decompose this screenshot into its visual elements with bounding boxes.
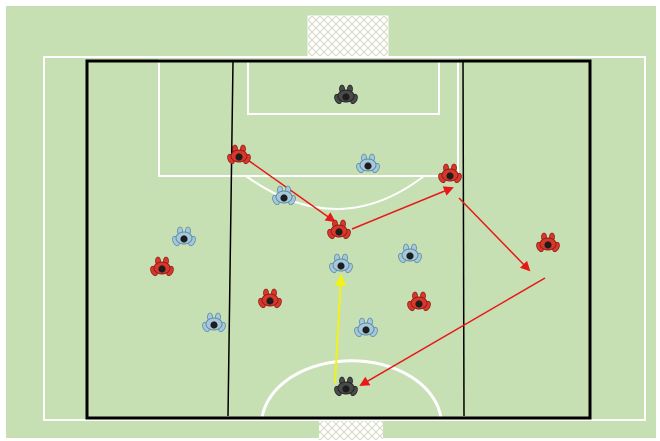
goal-net-icon — [319, 420, 383, 440]
goal-net-icon — [308, 16, 388, 57]
channel-line-right — [463, 61, 464, 416]
pitch-grass — [6, 6, 656, 438]
